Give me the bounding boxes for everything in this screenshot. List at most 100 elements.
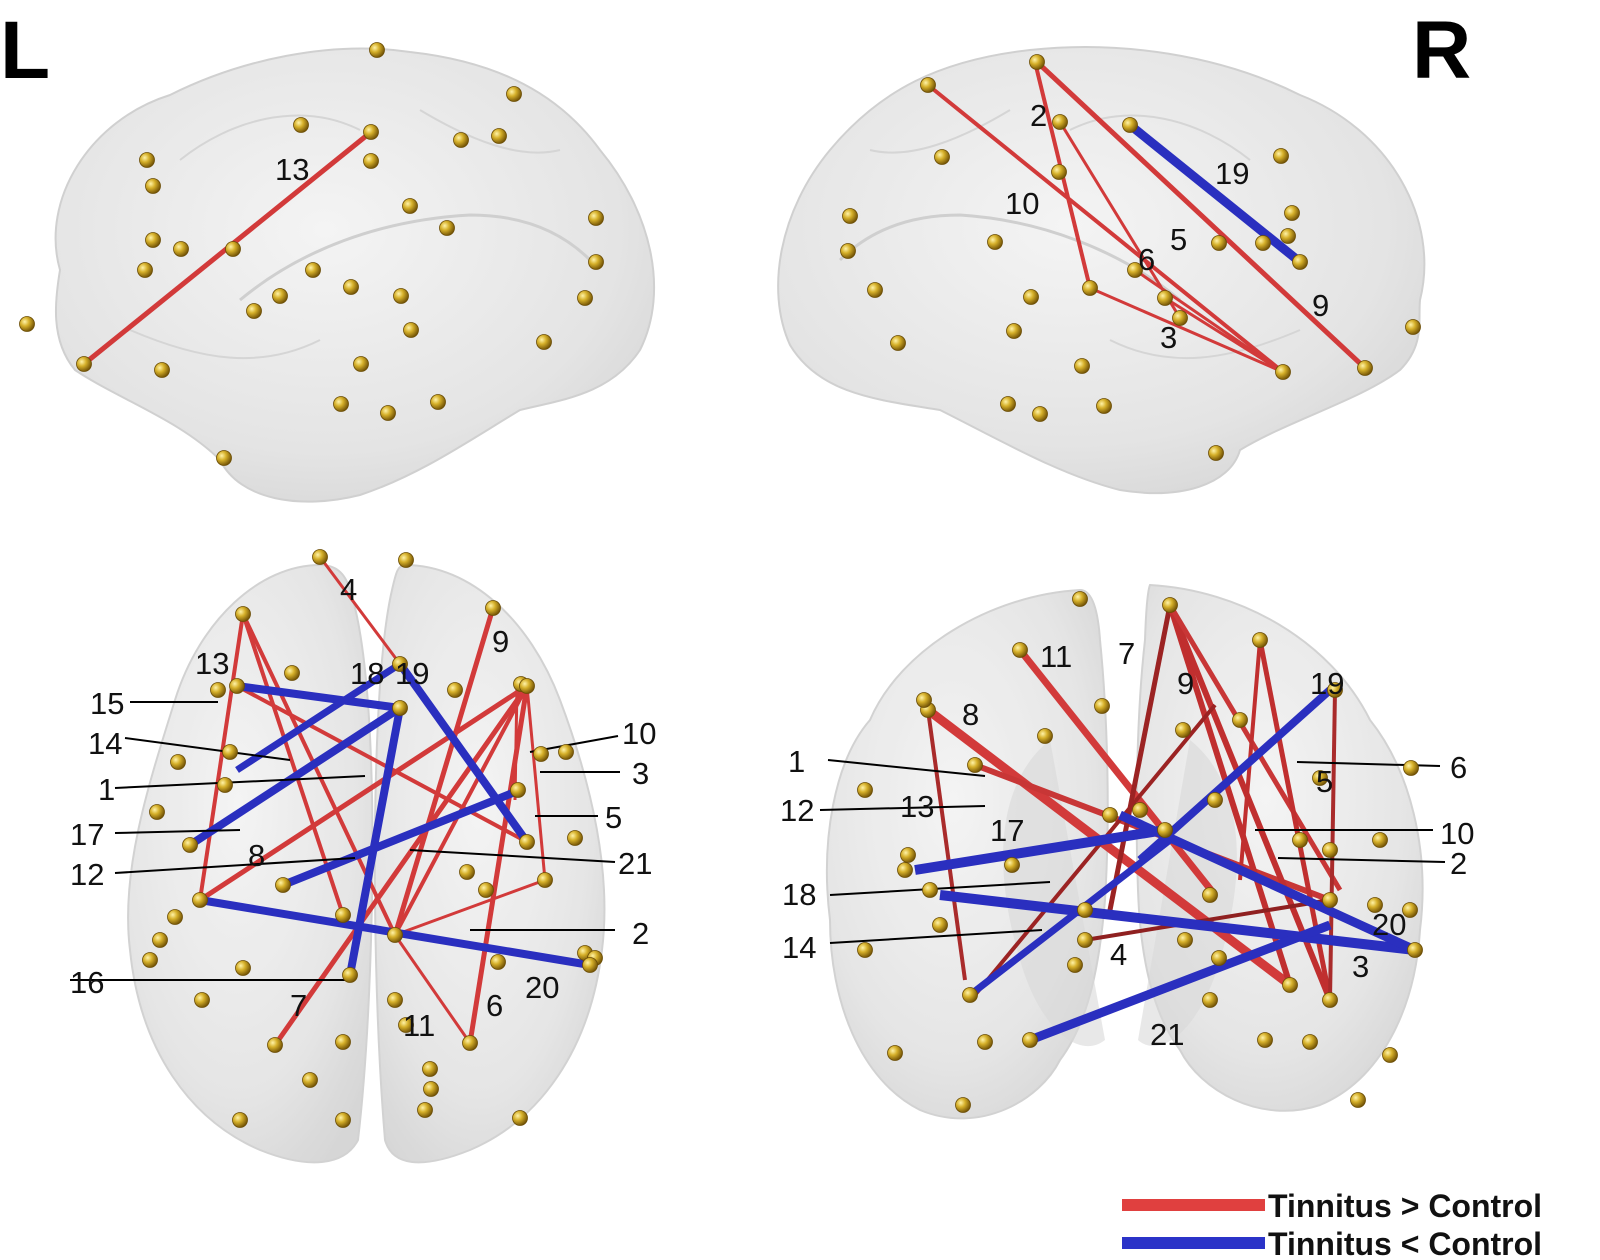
roi-node xyxy=(363,124,379,140)
roi-node xyxy=(1273,148,1289,164)
roi-node xyxy=(916,692,932,708)
edge-label: 4 xyxy=(340,572,357,607)
right-lateral-gyrus-line xyxy=(869,109,1301,360)
coronal-connection xyxy=(1084,898,1331,942)
edge-label: 12 xyxy=(70,857,104,892)
axial-connection xyxy=(467,685,530,1044)
roi-node xyxy=(232,1112,248,1128)
roi-node xyxy=(510,782,526,798)
roi-node xyxy=(1162,597,1178,613)
roi-node xyxy=(342,967,358,983)
roi-node xyxy=(922,882,938,898)
roi-node xyxy=(392,656,408,672)
edge-label: 10 xyxy=(622,716,656,751)
edge-label: 11 xyxy=(403,1008,435,1043)
leader-line xyxy=(409,849,616,863)
roi-node xyxy=(305,262,321,278)
roi-node xyxy=(453,132,469,148)
roi-node xyxy=(1132,802,1148,818)
roi-node xyxy=(1350,1092,1366,1108)
roi-node xyxy=(353,356,369,372)
coronal-view: 11 7 9 19 8 1 12 13 17 18 14 4 21 6 5 10… xyxy=(780,583,1474,1120)
roi-node xyxy=(1207,792,1223,808)
axial-connection xyxy=(272,684,530,1047)
roi-node xyxy=(267,1037,283,1053)
roi-node xyxy=(19,316,35,332)
roi-node xyxy=(890,335,906,351)
roi-node xyxy=(1312,770,1328,786)
coronal-connection xyxy=(1107,604,1173,911)
roi-node xyxy=(145,232,161,248)
roi-node xyxy=(439,220,455,236)
roi-node xyxy=(1372,832,1388,848)
roi-node xyxy=(934,149,950,165)
roi-node xyxy=(194,992,210,1008)
roi-node xyxy=(1211,950,1227,966)
leader-line xyxy=(1277,857,1446,863)
edge-label: 17 xyxy=(70,817,104,852)
coronal-connection-blue xyxy=(914,825,1166,875)
roi-node xyxy=(1072,591,1088,607)
roi-node xyxy=(1067,957,1083,973)
connection-19 xyxy=(1127,121,1303,266)
connection-6 xyxy=(1089,286,1284,374)
roi-node xyxy=(229,678,245,694)
edge-label: 19 xyxy=(1215,156,1249,191)
connection-10 xyxy=(926,83,1285,374)
connection-9 xyxy=(1035,60,1367,370)
leader-line xyxy=(114,829,241,834)
coronal-connection xyxy=(925,706,1293,989)
edge-label: 2 xyxy=(1030,98,1047,133)
edge-label: 8 xyxy=(248,838,265,873)
roi-node xyxy=(447,682,463,698)
roi-node xyxy=(1175,722,1191,738)
roi-node xyxy=(1403,760,1419,776)
edge-label: 3 xyxy=(632,756,649,791)
roi-node xyxy=(1357,360,1373,376)
roi-node xyxy=(1322,892,1338,908)
roi-node xyxy=(1257,1032,1273,1048)
roi-node xyxy=(1094,698,1110,714)
axial-connection-blue xyxy=(187,704,403,849)
roi-node xyxy=(387,927,403,943)
edge-label: 2 xyxy=(1450,846,1467,881)
roi-node xyxy=(235,960,251,976)
edge-label: 19 xyxy=(1310,666,1344,701)
edge-label: 11 xyxy=(1040,639,1072,674)
roi-node xyxy=(1382,1047,1398,1063)
edge-label: 6 xyxy=(486,988,503,1023)
left-lateral-sulcus xyxy=(239,213,592,302)
leader-line xyxy=(114,775,366,789)
roi-node xyxy=(302,1072,318,1088)
roi-node xyxy=(1275,364,1291,380)
axial-connection xyxy=(525,685,547,881)
leader-line xyxy=(829,881,1051,896)
roi-node xyxy=(857,942,873,958)
roi-node xyxy=(1280,228,1296,244)
edge-label: 13 xyxy=(275,152,309,187)
roi-node xyxy=(284,665,300,681)
axial-connection-blue xyxy=(236,682,401,712)
roi-node xyxy=(1122,117,1138,133)
roi-node xyxy=(1096,398,1112,414)
left-lateral-brain-surface xyxy=(54,47,656,503)
edge-label: 16 xyxy=(70,965,104,1000)
edge-label: 21 xyxy=(618,846,652,881)
roi-node xyxy=(519,834,535,850)
edge-label: 14 xyxy=(88,726,122,761)
roi-node xyxy=(402,198,418,214)
roi-node xyxy=(1211,235,1227,251)
roi-node xyxy=(1006,323,1022,339)
roi-node xyxy=(1367,897,1383,913)
roi-node xyxy=(955,1097,971,1113)
roi-node xyxy=(76,356,92,372)
leader-line xyxy=(114,857,356,874)
roi-node xyxy=(900,847,916,863)
roi-node xyxy=(1077,932,1093,948)
left-hemisphere-label: L xyxy=(0,5,50,96)
roi-node xyxy=(491,128,507,144)
roi-node xyxy=(536,334,552,350)
edge-label: 8 xyxy=(962,697,979,732)
roi-node xyxy=(1282,977,1298,993)
roi-node xyxy=(1402,902,1418,918)
